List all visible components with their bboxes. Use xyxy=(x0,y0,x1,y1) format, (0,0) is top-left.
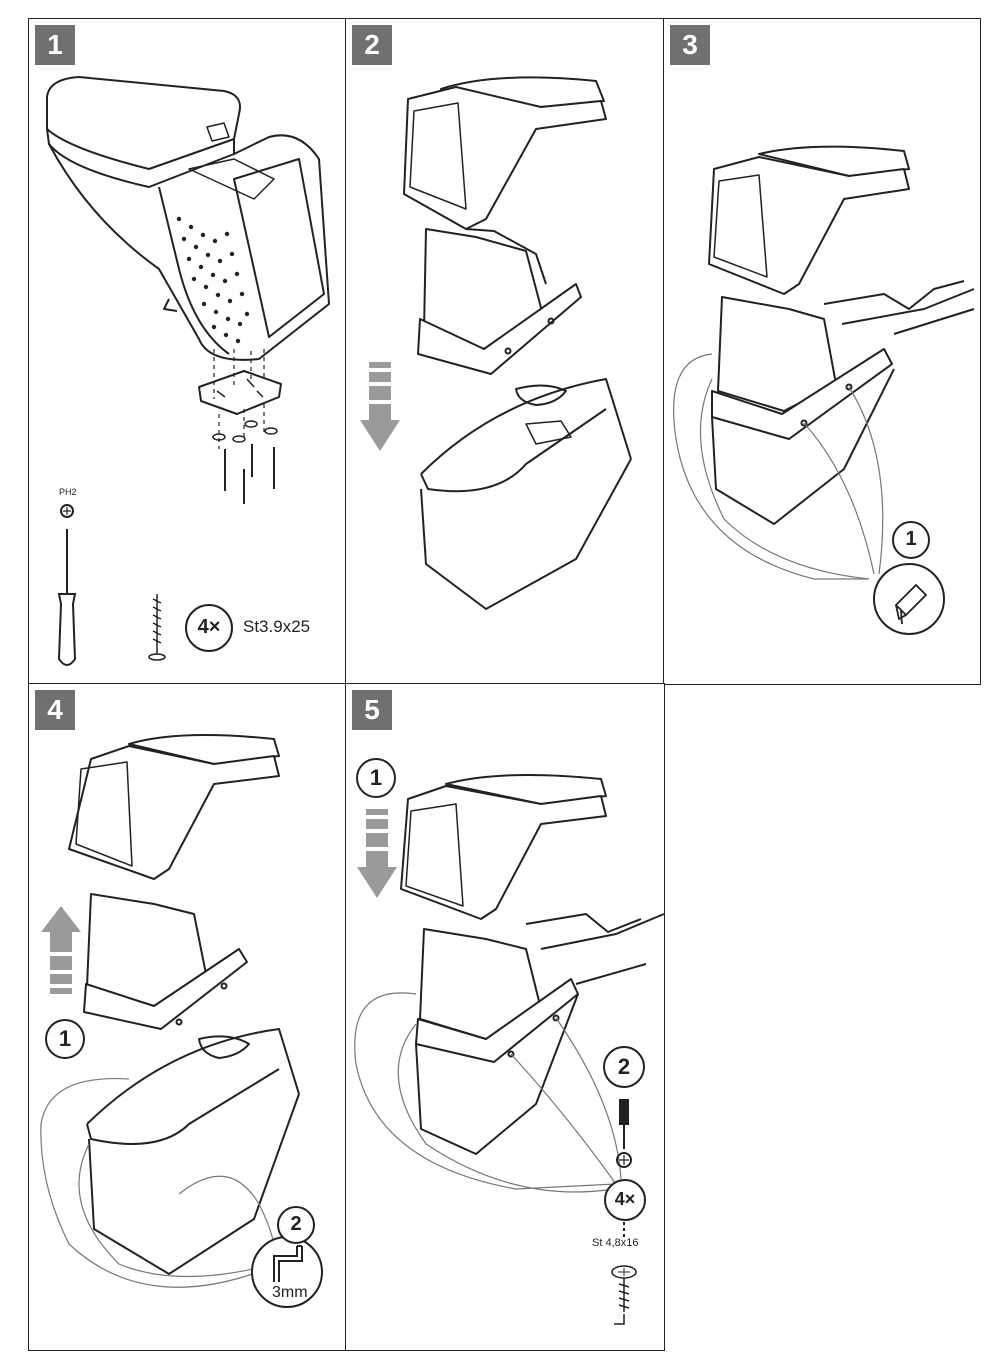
screwdriver-icon xyxy=(616,1099,632,1239)
step-5-badge: 5 xyxy=(352,690,392,730)
step-4-badge: 4 xyxy=(35,690,75,730)
step-3-panel: 3 xyxy=(663,18,981,685)
step-5-panel: 5 xyxy=(345,683,665,1351)
step-4-drill-callout: 2 xyxy=(277,1206,315,1244)
step-3-callout: 1 xyxy=(892,521,930,559)
wood-screw-icon xyxy=(148,594,166,661)
up-arrow-icon xyxy=(41,906,81,994)
screw-spec-label: St3.9x25 xyxy=(243,617,311,636)
step-1-badge: 1 xyxy=(35,25,75,65)
step-4-panel: 4 xyxy=(28,683,347,1351)
step-5-screw-callout: 2 xyxy=(603,1046,645,1088)
drill-size-label: 3mm xyxy=(272,1284,308,1301)
drill-bit-icon xyxy=(273,1245,303,1282)
step-5-quantity-badge: 4× xyxy=(604,1179,646,1221)
step-5-screw-spec: St 4,8x16 xyxy=(592,1237,639,1249)
armrest-lowering-illustration xyxy=(360,76,632,610)
down-arrow-icon xyxy=(360,362,400,451)
armrest-lifting-illustration xyxy=(40,734,323,1308)
step-5-lower-callout: 1 xyxy=(356,758,396,798)
sheet-metal-screw-icon xyxy=(611,1265,637,1325)
armrest-exploded-illustration xyxy=(46,76,330,504)
screw-quantity-badge: 4× xyxy=(185,604,233,652)
step-2-badge: 2 xyxy=(352,25,392,65)
step-1-panel: 1 xyxy=(28,18,347,685)
armrest-mounted-illustration xyxy=(673,145,975,635)
screwdriver-icon xyxy=(57,504,77,666)
tool-label: PH2 xyxy=(59,487,77,497)
step-2-panel: 2 xyxy=(345,18,665,685)
armrest-fixing-illustration xyxy=(354,774,665,1325)
step-4-lift-callout: 1 xyxy=(45,1019,85,1059)
step-3-badge: 3 xyxy=(670,25,710,65)
down-arrow-icon xyxy=(357,809,397,898)
marker-pen-icon xyxy=(894,583,928,625)
